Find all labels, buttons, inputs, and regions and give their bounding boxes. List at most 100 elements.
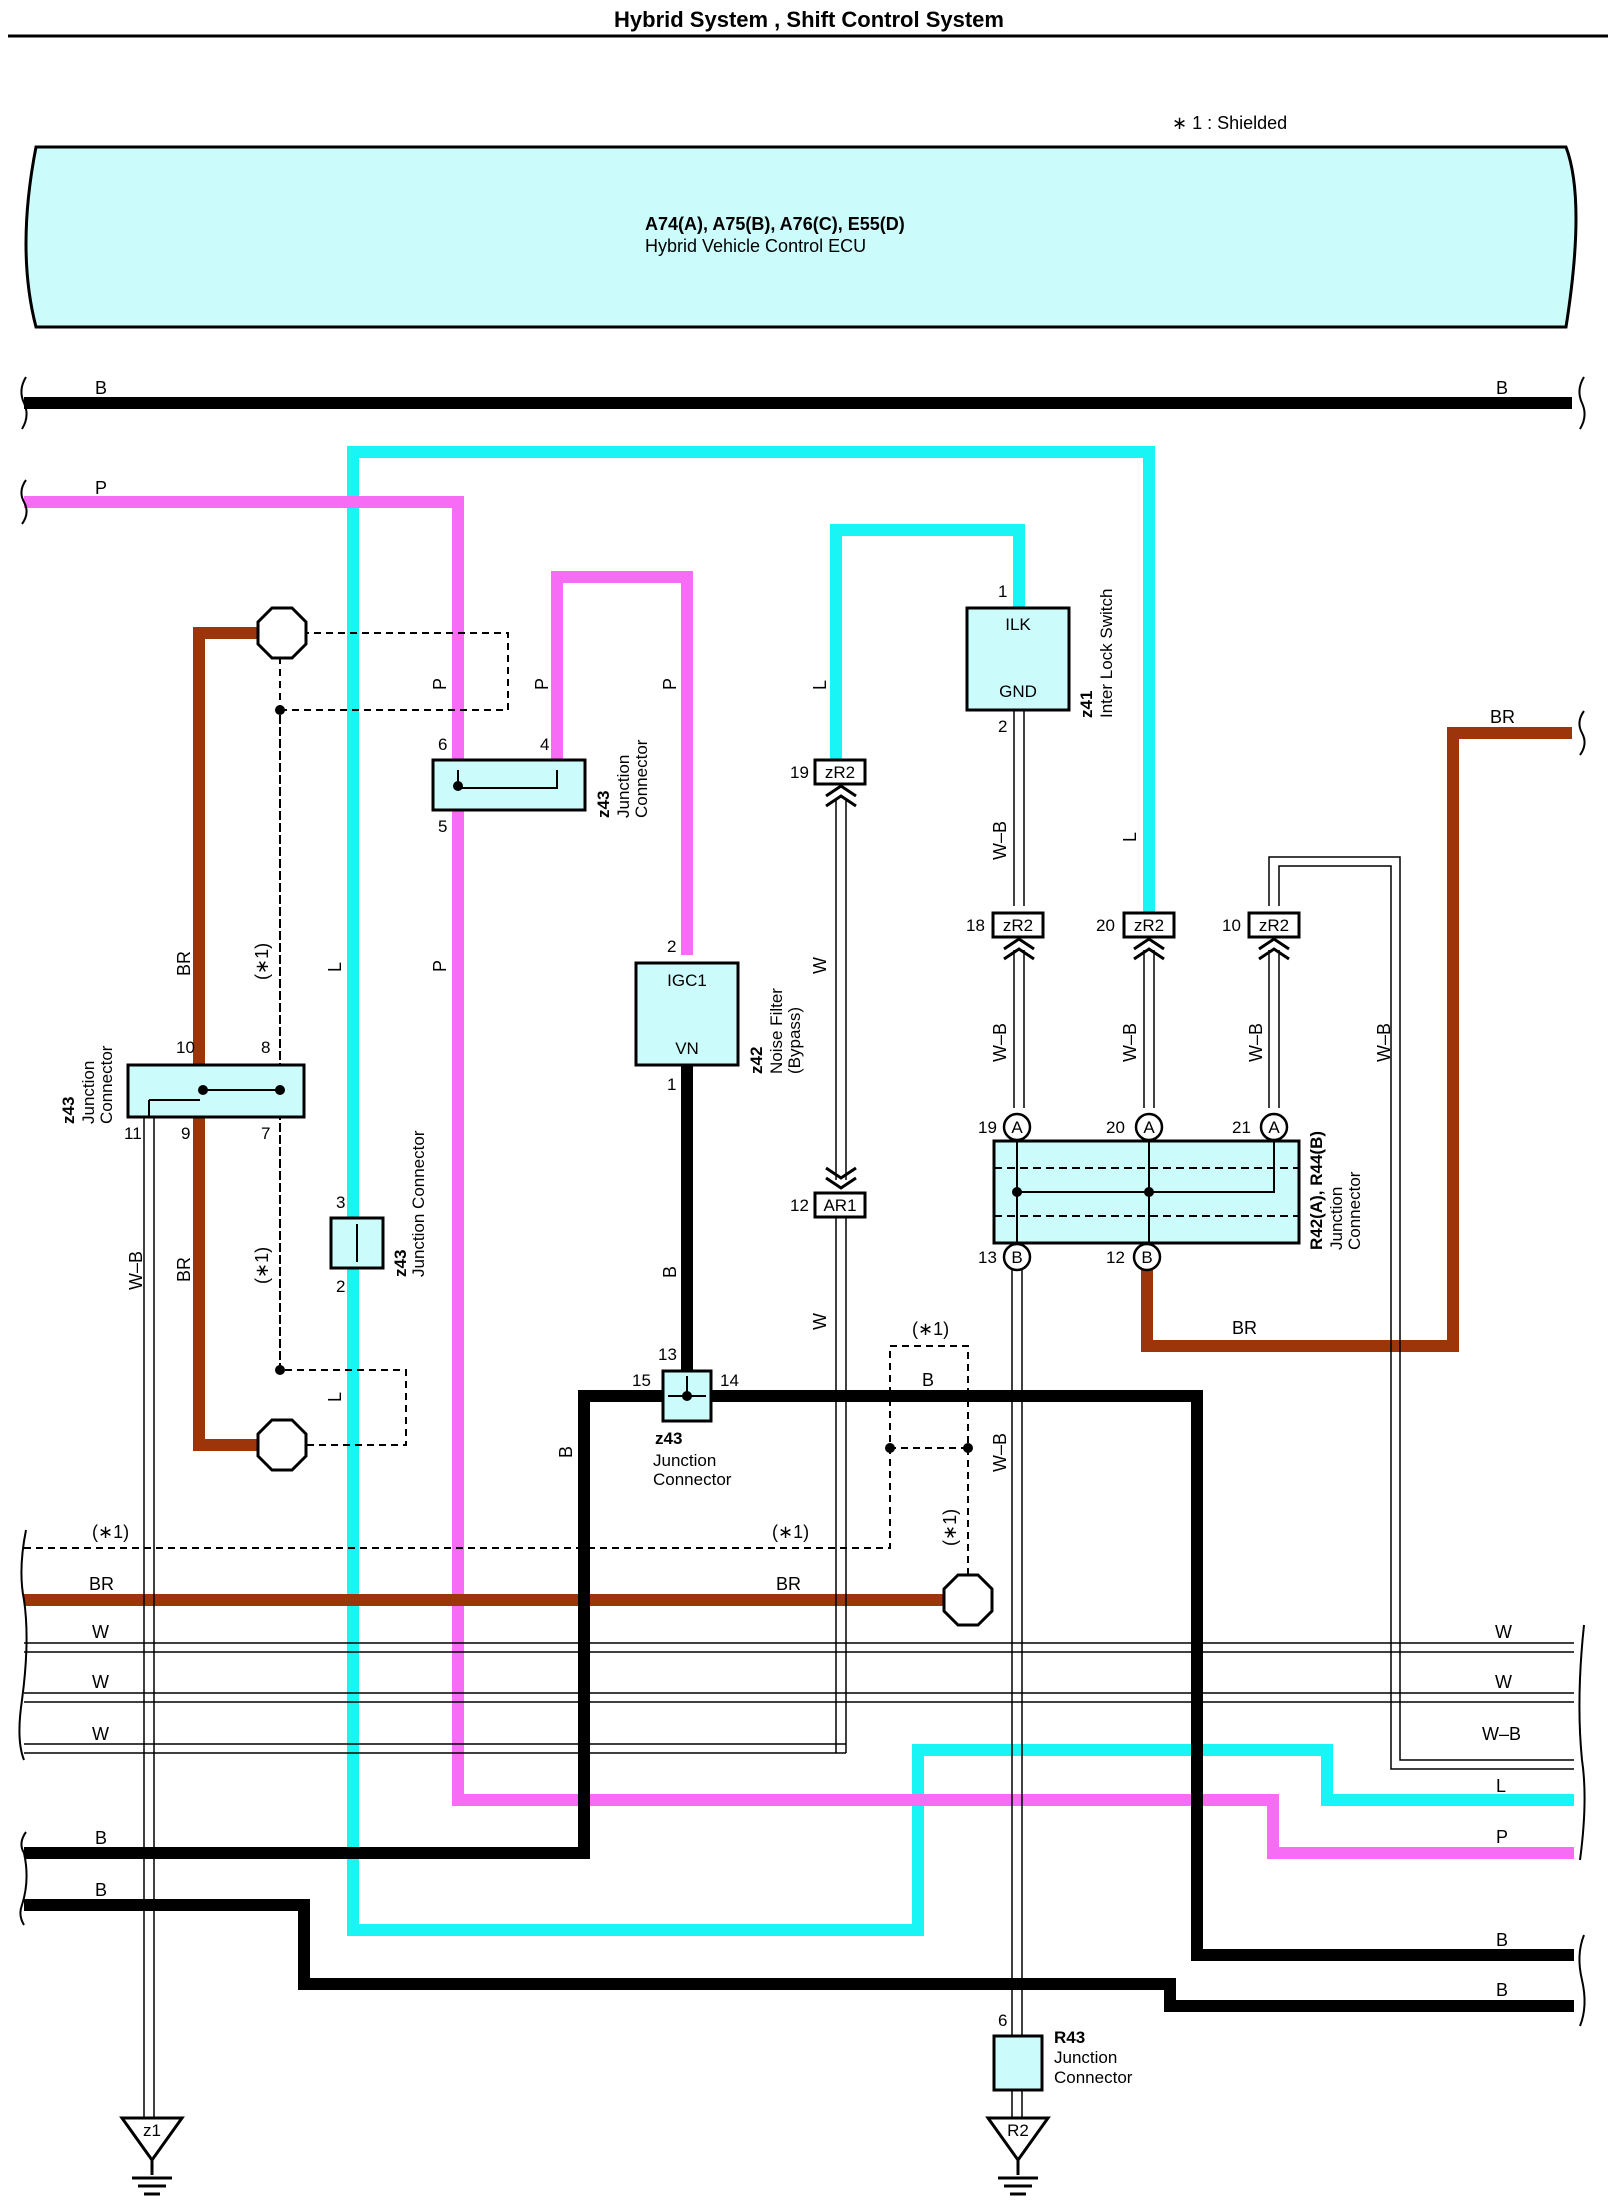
connector-name: zR2 bbox=[1003, 916, 1033, 935]
pin-letter: A bbox=[1011, 1118, 1023, 1137]
wire-label-wb: W–B bbox=[1120, 1023, 1140, 1062]
component-name: Connector bbox=[632, 739, 651, 818]
component-name: Junction bbox=[1054, 2048, 1117, 2067]
wire-label-wb: W–B bbox=[1374, 1023, 1394, 1062]
wire-label-l: L bbox=[325, 962, 345, 972]
inter-lock-switch-box bbox=[965, 606, 1071, 712]
wire-label-w: W bbox=[92, 1672, 109, 1692]
pin-number: 13 bbox=[978, 1248, 997, 1267]
splice-point bbox=[885, 1443, 895, 1453]
connector-pin: 10 bbox=[1222, 916, 1241, 935]
component-name: (Bypass) bbox=[785, 1007, 804, 1074]
terminal-label: IGC1 bbox=[667, 971, 707, 990]
pin-number: 13 bbox=[658, 1345, 677, 1364]
component-code: z43 bbox=[594, 791, 613, 818]
wire-label-l: L bbox=[810, 680, 830, 690]
wire-label-wb: W–B bbox=[990, 1023, 1010, 1062]
component-name: Connector bbox=[1345, 1171, 1364, 1250]
wire-label-br: BR bbox=[174, 951, 194, 976]
shield-label: (∗1) bbox=[912, 1319, 949, 1339]
shield-label: (∗1) bbox=[92, 1522, 129, 1542]
pin-number: 1 bbox=[998, 582, 1007, 601]
wire-b-jc-right bbox=[711, 1390, 1574, 1961]
noise-filter-box bbox=[634, 961, 740, 1067]
component-name: Junction Connector bbox=[409, 1130, 428, 1277]
component-name: Junction bbox=[79, 1061, 98, 1124]
shield-terminal bbox=[256, 1418, 308, 1472]
w-ar1 bbox=[835, 800, 847, 1753]
component-name: Noise Filter bbox=[767, 988, 786, 1074]
wire-label-wb: W–B bbox=[1482, 1724, 1521, 1744]
wire-label-w: W bbox=[810, 957, 830, 974]
ground-symbol bbox=[985, 2116, 1051, 2196]
wire-br-left bbox=[193, 627, 258, 1451]
wire-label-l: L bbox=[325, 1392, 345, 1402]
pin-circles bbox=[1002, 1112, 1289, 1272]
ecu-box bbox=[24, 145, 1578, 329]
splice-point bbox=[1144, 1187, 1154, 1197]
wire-label-wb: W–B bbox=[990, 1433, 1010, 1472]
pin-number: 5 bbox=[438, 817, 447, 836]
wire-label-b: B bbox=[1496, 1930, 1508, 1950]
pin-number: 7 bbox=[261, 1124, 270, 1143]
pin-letter: A bbox=[1268, 1118, 1280, 1137]
pin-number: 19 bbox=[978, 1118, 997, 1137]
pin-number: 10 bbox=[176, 1038, 195, 1057]
break-mark bbox=[1578, 376, 1586, 430]
wb-ils bbox=[143, 710, 1574, 2118]
ground-label: z1 bbox=[143, 2121, 161, 2140]
wire-label-p: P bbox=[95, 478, 107, 498]
wire-label-b: B bbox=[922, 1370, 934, 1390]
shield-label: (∗1) bbox=[252, 1247, 272, 1284]
wire-label-l: L bbox=[1120, 832, 1140, 842]
component-name: Junction bbox=[614, 755, 633, 818]
wire-b-jc-left bbox=[24, 1390, 663, 1859]
component-code: R42(A), R44(B) bbox=[1307, 1131, 1326, 1250]
component-name: Connector bbox=[97, 1045, 116, 1124]
component-code: z43 bbox=[655, 1429, 682, 1448]
splice-point bbox=[1012, 1187, 1022, 1197]
connector-pin: 18 bbox=[966, 916, 985, 935]
shield-terminal bbox=[942, 1573, 994, 1627]
connector-pin: 20 bbox=[1096, 916, 1115, 935]
diagram-title: Hybrid System , Shift Control System bbox=[614, 7, 1004, 32]
component-name: Connector bbox=[653, 1470, 732, 1489]
break-mark bbox=[20, 479, 28, 525]
ground-label: R2 bbox=[1007, 2121, 1029, 2140]
pin-number: 15 bbox=[632, 1371, 651, 1390]
wire-label-br: BR bbox=[776, 1574, 801, 1594]
wire-label-w: W bbox=[92, 1724, 109, 1744]
wire-label-p: P bbox=[1496, 1827, 1508, 1847]
ecu-code: A74(A), A75(B), A76(C), E55(D) bbox=[645, 214, 905, 234]
pin-number: 20 bbox=[1106, 1118, 1125, 1137]
pin-number: 14 bbox=[720, 1371, 739, 1390]
wire-label-br: BR bbox=[89, 1574, 114, 1594]
wire-p-nf bbox=[551, 571, 693, 955]
component-code: z43 bbox=[59, 1097, 78, 1124]
break-marks-left bbox=[18, 1529, 1586, 2027]
pin-letter: B bbox=[1011, 1248, 1022, 1267]
wire-label-wb: W–B bbox=[990, 821, 1010, 860]
pin-number: 2 bbox=[667, 937, 676, 956]
wire-br-right bbox=[1141, 727, 1572, 1352]
pin-number: 6 bbox=[438, 735, 447, 754]
pin-number: 6 bbox=[998, 2011, 1007, 2030]
wire-p-main bbox=[24, 496, 1574, 1859]
component-name: Inter Lock Switch bbox=[1097, 589, 1116, 718]
wire-label-br: BR bbox=[1232, 1318, 1257, 1338]
splice-point bbox=[682, 1391, 692, 1401]
splice-point bbox=[275, 705, 285, 715]
wire-l-ils bbox=[830, 524, 1025, 767]
jc-r42-internal bbox=[994, 1141, 1299, 1243]
wire-l-loop bbox=[347, 446, 1574, 1936]
pin-number: 12 bbox=[1106, 1248, 1125, 1267]
jc-top-bus bbox=[457, 770, 558, 789]
wire-label-wb: W–B bbox=[126, 1251, 146, 1290]
wire-label-l: L bbox=[1496, 1776, 1506, 1796]
shield-label: (∗1) bbox=[772, 1522, 809, 1542]
splice-point bbox=[453, 781, 463, 791]
component-code: z42 bbox=[747, 1047, 766, 1074]
component-name: Junction bbox=[653, 1451, 716, 1470]
pin-number: 2 bbox=[998, 717, 1007, 736]
connector-name: AR1 bbox=[823, 1196, 856, 1215]
